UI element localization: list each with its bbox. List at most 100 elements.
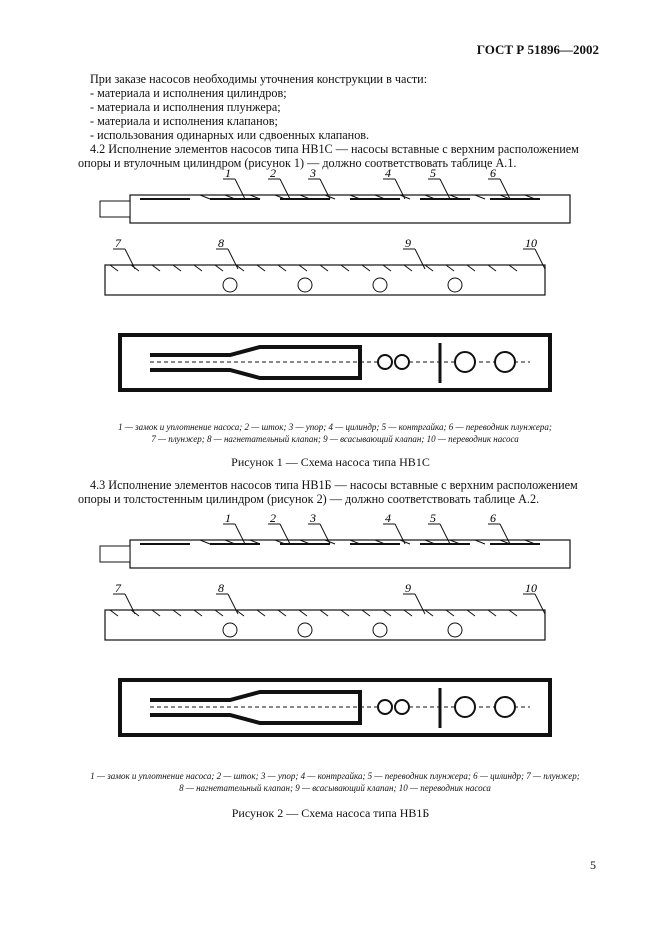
callout-9: 9: [405, 581, 411, 595]
callout-1: 1: [225, 166, 231, 180]
hatch: [199, 194, 211, 200]
valve-ball: [372, 622, 388, 638]
hatch: [193, 264, 203, 272]
list-item: - использования одинарных или сдвоенных …: [90, 128, 370, 142]
callout-5: 5: [430, 166, 436, 180]
hatch: [382, 609, 392, 617]
valve-ball: [297, 277, 313, 293]
callout-leader: [534, 248, 546, 270]
callout-leader: [319, 523, 331, 545]
hatch: [193, 609, 203, 617]
legend-line: 7 — плунжер; 8 — нагнетательный клапан; …: [151, 434, 519, 444]
callout-leader: [499, 178, 511, 200]
hatch: [403, 264, 413, 272]
paragraph-4-3-cont: опоры и толстостенным цилиндром (рисунок…: [78, 492, 540, 506]
callout-leader: [414, 593, 426, 615]
hatch: [424, 609, 434, 617]
intro-text: При заказе насосов необходимы уточнения …: [90, 72, 428, 86]
pump-body-middle: [104, 264, 546, 296]
legend-line: 8 — нагнетательный клапан; 9 — всасывающ…: [179, 783, 491, 793]
hatch: [340, 609, 350, 617]
hatch: [109, 264, 119, 272]
hatch: [277, 264, 287, 272]
hatch: [449, 539, 461, 545]
valve-ball: [222, 622, 238, 638]
hatch: [214, 264, 224, 272]
hatch: [324, 539, 336, 545]
hatch: [214, 609, 224, 617]
hatch: [374, 194, 386, 200]
valve-ball: [297, 622, 313, 638]
callout-5: 5: [430, 511, 436, 525]
valve-ball: [454, 696, 476, 718]
hatch: [172, 609, 182, 617]
callout-4: 4: [385, 511, 391, 525]
hatch: [249, 194, 261, 200]
valve-ball: [394, 699, 410, 715]
hatch: [399, 539, 411, 545]
pump-scheme-outer: [118, 678, 552, 737]
hatch: [361, 609, 371, 617]
hatch: [151, 609, 161, 617]
valve-ball: [494, 351, 516, 373]
hatch: [349, 194, 361, 200]
valve-ball: [222, 277, 238, 293]
hatch: [298, 264, 308, 272]
hatch: [499, 194, 511, 200]
legend-line: 1 — замок и уплотнение насоса; 2 — шток;…: [118, 422, 552, 432]
callout-7: 7: [115, 581, 122, 595]
hatch: [449, 194, 461, 200]
document-header: ГОСТ Р 51896—2002: [476, 42, 599, 57]
hatch: [424, 264, 434, 272]
callout-2: 2: [270, 511, 276, 525]
callout-leader: [124, 248, 136, 270]
hatch: [256, 609, 266, 617]
hatch: [235, 264, 245, 272]
callout-8: 8: [218, 236, 224, 250]
hatch: [524, 194, 536, 200]
callout-leader: [319, 178, 331, 200]
figure-2-title: Рисунок 2 — Схема насоса типа НВ1Б: [231, 806, 430, 820]
pump-head: [99, 200, 131, 218]
callout-leader: [534, 593, 546, 615]
hatch: [466, 609, 476, 617]
callout-4: 4: [385, 166, 391, 180]
hatch: [374, 539, 386, 545]
hatch: [172, 264, 182, 272]
hatch: [403, 609, 413, 617]
hatch: [319, 264, 329, 272]
valve-ball: [447, 277, 463, 293]
callout-leader: [439, 178, 451, 200]
hatch: [235, 609, 245, 617]
valve-ball: [377, 354, 393, 370]
hatch: [199, 539, 211, 545]
callout-8: 8: [218, 581, 224, 595]
hatch: [487, 609, 497, 617]
hatch: [274, 194, 286, 200]
callout-10: 10: [525, 236, 537, 250]
callout-leader: [414, 248, 426, 270]
callout-3: 3: [309, 166, 316, 180]
pump-body-middle: [104, 609, 546, 641]
hatch: [319, 609, 329, 617]
valve-ball: [372, 277, 388, 293]
hatch: [109, 609, 119, 617]
hatch: [249, 539, 261, 545]
callout-leader: [394, 523, 406, 545]
hatch: [224, 194, 236, 200]
hatch: [277, 609, 287, 617]
callout-2: 2: [270, 166, 276, 180]
hatch: [151, 264, 161, 272]
callout-3: 3: [309, 511, 316, 525]
paragraph-4-2: 4.2 Исполнение элементов насосов типа НВ…: [90, 142, 579, 156]
figure-1-legend: 1 — замок и уплотнение насоса; 2 — шток;…: [40, 421, 630, 445]
figure-1-title: Рисунок 1 — Схема насоса типа НВ1С: [231, 455, 430, 469]
paragraph-4-3: 4.3 Исполнение элементов насосов типа НВ…: [90, 478, 578, 492]
hatch: [508, 609, 518, 617]
callout-1: 1: [225, 511, 231, 525]
hatch: [474, 194, 486, 200]
hatch: [399, 194, 411, 200]
callout-9: 9: [405, 236, 411, 250]
